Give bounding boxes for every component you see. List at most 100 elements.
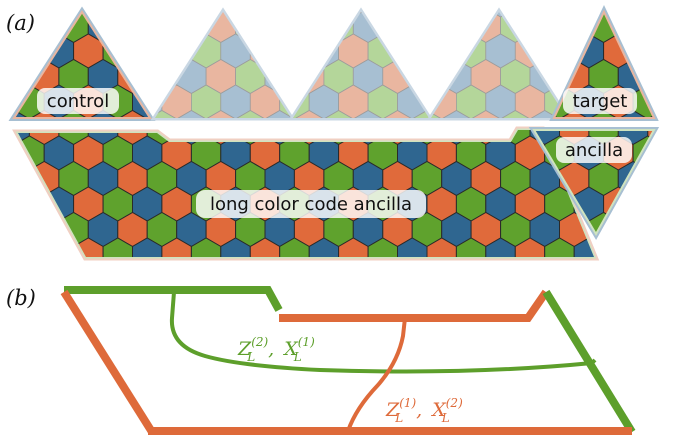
hex-plaquette	[648, 60, 677, 94]
hex-plaquette	[663, 238, 680, 272]
hex-plaquette	[29, 213, 59, 247]
control-label: control	[37, 88, 119, 114]
hex-plaquette	[15, 187, 45, 221]
hex-plaquette	[118, 9, 147, 43]
hex-plaquette	[455, 237, 487, 257]
hex-plaquette	[383, 9, 412, 43]
hex-plaquette	[117, 109, 148, 118]
hex-plaquette	[530, 9, 560, 43]
hex-plaquette	[118, 9, 147, 43]
hex-plaquette	[633, 187, 662, 221]
hex-plaquette	[177, 9, 206, 43]
hex-plaquette	[280, 0, 310, 17]
hex-plaquette	[18, 160, 30, 197]
hex-plaquette	[383, 9, 412, 43]
hex-plaquette	[648, 213, 677, 247]
hex-plaquette	[0, 136, 15, 170]
hex-plaquette	[663, 0, 680, 17]
hex-plaquette	[544, 12, 567, 18]
hex-plaquette	[633, 238, 662, 272]
hex-plaquette	[147, 9, 177, 43]
hex-plaquette	[103, 0, 132, 17]
hex-plaquette	[663, 85, 680, 119]
hex-plaquette	[161, 12, 192, 18]
hex-plaquette	[398, 34, 428, 68]
hex-plaquette	[44, 0, 73, 17]
hex-plaquette	[618, 9, 648, 43]
hex-plaquette	[663, 34, 680, 68]
hex-plaquette	[280, 0, 310, 17]
hex-plaquette	[647, 211, 654, 234]
hex-plaquette	[133, 34, 162, 68]
hex-plaquette	[648, 213, 677, 247]
hex-plaquette	[398, 0, 428, 17]
target-label-text: target	[573, 91, 628, 112]
hex-plaquette	[455, 12, 487, 18]
green-operator-label: Z(2)L,X(1)L	[237, 335, 315, 364]
hex-plaquette	[441, 12, 472, 43]
hex-plaquette	[250, 0, 279, 17]
hex-plaquette	[397, 12, 428, 18]
hex-plaquette	[250, 0, 279, 17]
hex-plaquette	[15, 187, 45, 221]
hex-plaquette	[280, 34, 310, 68]
hex-plaquette	[15, 187, 45, 221]
hex-plaquette	[648, 9, 677, 43]
hex-plaquette	[14, 33, 16, 69]
hex-plaquette	[0, 162, 29, 196]
hex-plaquette	[648, 213, 677, 247]
hex-plaquette	[618, 9, 648, 43]
hex-plaquette	[442, 9, 471, 43]
hex-plaquette	[648, 162, 677, 196]
hex-plaquette	[663, 85, 680, 119]
hex-plaquette	[618, 213, 648, 247]
hex-plaquette	[133, 34, 162, 68]
hex-plaquette	[427, 0, 456, 17]
hex-plaquette	[0, 60, 29, 94]
hex-plaquette	[545, 0, 575, 17]
hex-plaquette	[191, 0, 220, 17]
hex-plaquette	[431, 12, 443, 43]
hex-plaquette	[15, 34, 45, 68]
hex-plaquette	[633, 0, 662, 17]
hex-plaquette	[44, 238, 73, 272]
hex-plaquette	[43, 237, 75, 257]
hex-plaquette	[633, 187, 662, 221]
hex-plaquette	[647, 160, 654, 197]
hex-plaquette	[162, 34, 192, 68]
hex-plaquette	[308, 237, 340, 257]
hex-plaquette	[177, 9, 206, 43]
hex-plaquette	[530, 9, 560, 43]
hex-plaquette	[309, 0, 338, 17]
hex-plaquette	[663, 136, 680, 170]
hex-plaquette	[250, 0, 279, 17]
hex-plaquette	[29, 213, 59, 247]
hex-plaquette	[44, 0, 73, 17]
hex-plaquette	[397, 237, 428, 257]
hex-plaquette	[574, 0, 603, 17]
hex-plaquette	[0, 60, 29, 94]
hex-plaquette	[177, 9, 206, 43]
hex-plaquette	[514, 12, 546, 18]
hex-plaquette	[663, 238, 680, 272]
hex-plaquette	[44, 238, 73, 272]
hex-plaquette	[545, 0, 575, 17]
hex-plaquette	[102, 237, 133, 257]
hex-plaquette	[456, 0, 485, 17]
hex-plaquette	[574, 0, 603, 17]
hex-plaquette	[308, 12, 340, 18]
hex-plaquette	[133, 34, 162, 68]
hex-plaquette	[648, 213, 677, 247]
hex-plaquette	[560, 9, 589, 43]
hex-plaquette	[545, 34, 575, 68]
hex-plaquette	[618, 9, 648, 43]
hex-plaquette	[663, 85, 680, 119]
hex-plaquette	[500, 110, 531, 118]
hex-plaquette	[383, 9, 412, 43]
hex-plaquette	[456, 0, 485, 17]
hex-plaquette	[398, 0, 428, 17]
hex-plaquette	[162, 0, 192, 17]
panel-a-label: (a)	[6, 11, 35, 35]
hex-plaquette	[648, 9, 677, 43]
